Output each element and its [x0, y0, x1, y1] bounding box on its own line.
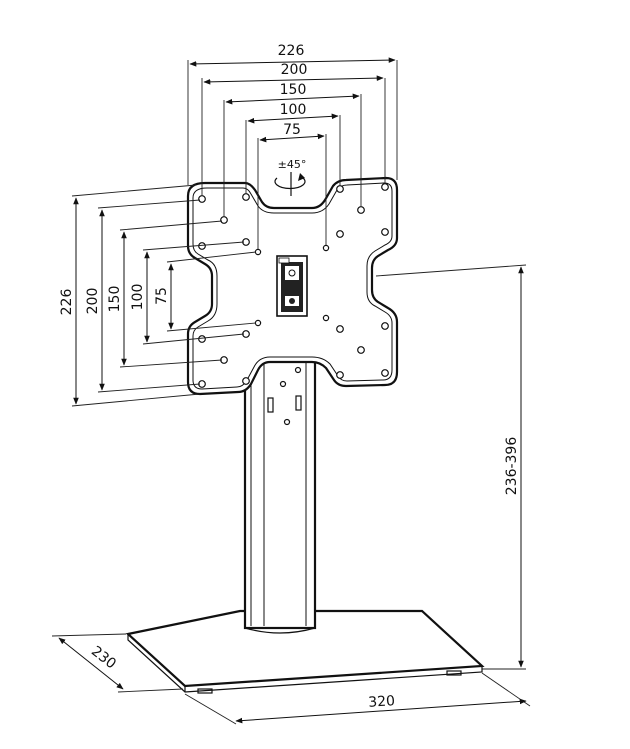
dim-top-150: 150	[280, 82, 307, 98]
base-width-dimension: 320	[184, 672, 531, 725]
dim-left-100: 100	[130, 284, 146, 311]
tilt-bracket	[276, 255, 308, 317]
mounting-holes	[198, 183, 389, 388]
dim-top-100: 100	[280, 102, 307, 118]
dim-left-226: 226	[59, 289, 75, 316]
rotation-indicator: ±45°	[274, 158, 307, 196]
dim-left-200: 200	[85, 288, 101, 315]
left-height-dimensions: 226 200 150 100 75	[59, 184, 257, 407]
vesa-plate	[186, 176, 399, 396]
height-range-dimension: 236-396	[375, 264, 527, 670]
dim-top-75: 75	[283, 122, 301, 138]
dim-left-150: 150	[107, 286, 123, 313]
dim-base-depth: 230	[88, 643, 119, 672]
dim-height-range: 236-396	[504, 437, 520, 496]
base-plate	[125, 609, 485, 694]
dim-base-width: 320	[368, 693, 396, 711]
column	[243, 358, 317, 634]
top-width-dimensions: 226 200 150 100 75	[187, 43, 398, 249]
dim-top-226: 226	[278, 43, 305, 59]
dim-top-200: 200	[281, 62, 308, 78]
rotation-label: ±45°	[278, 158, 307, 171]
dim-left-75: 75	[154, 287, 170, 305]
